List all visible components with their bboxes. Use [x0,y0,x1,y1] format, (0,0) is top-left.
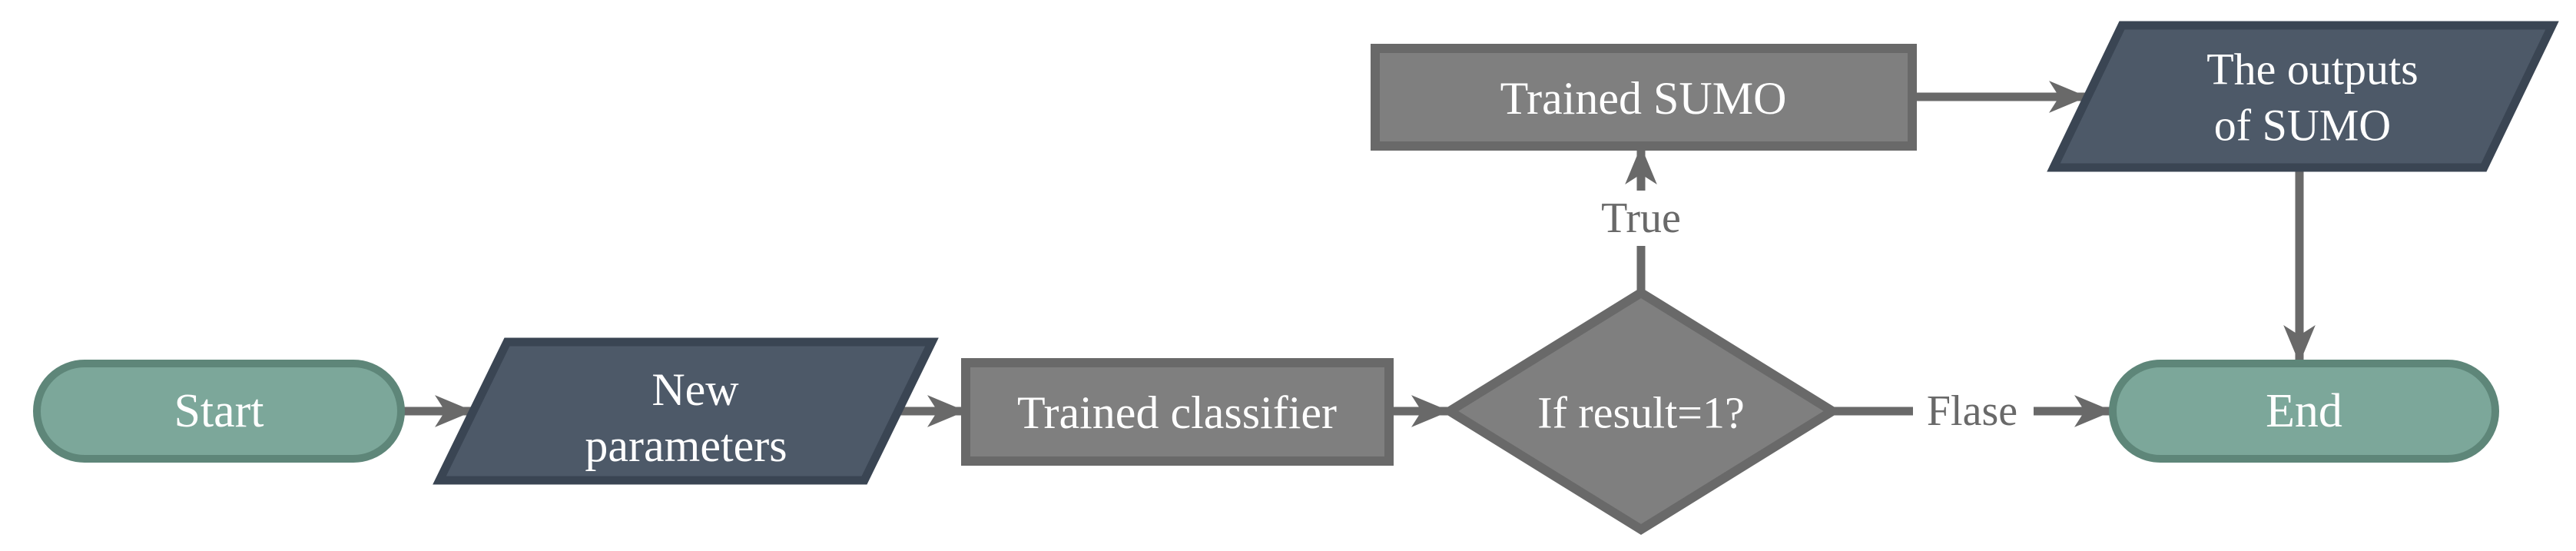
true-edge-label: True [1601,194,1681,242]
start-node-label: Start [174,385,264,437]
outputs-sumo-node-shape [2047,21,2559,172]
decision-node: If result=1? [1441,287,1842,536]
trained-sumo-node: Trained SUMO [1371,44,1917,151]
end-node: End [2109,360,2499,463]
trained-sumo-label: Trained SUMO [1500,73,1787,124]
new-parameters-label-line1: New [651,364,739,415]
end-node-label: End [2266,385,2342,437]
trained-classifier-node-shape [961,358,1394,466]
outputs-sumo-label-line2: of SUMO [2214,101,2391,151]
outputs-sumo-label-line1: The outputs [2206,45,2418,95]
start-node: Start [33,360,405,463]
false-edge-label: Flase [1927,387,2017,435]
outputs-sumo-node: The outputs of SUMO [2047,21,2559,172]
trained-classifier-label: Trained classifier [1017,387,1337,438]
end-node-shape [2109,360,2499,463]
new-parameters-node-shape [433,337,939,485]
new-parameters-node: New parameters [433,337,939,485]
trained-sumo-node-shape [1371,44,1917,151]
decision-node-label: If result=1? [1537,388,1744,438]
new-parameters-label-line2: parameters [585,420,787,471]
decision-node-shape [1441,287,1842,536]
trained-classifier-node: Trained classifier [961,358,1394,466]
start-node-shape [33,360,405,463]
